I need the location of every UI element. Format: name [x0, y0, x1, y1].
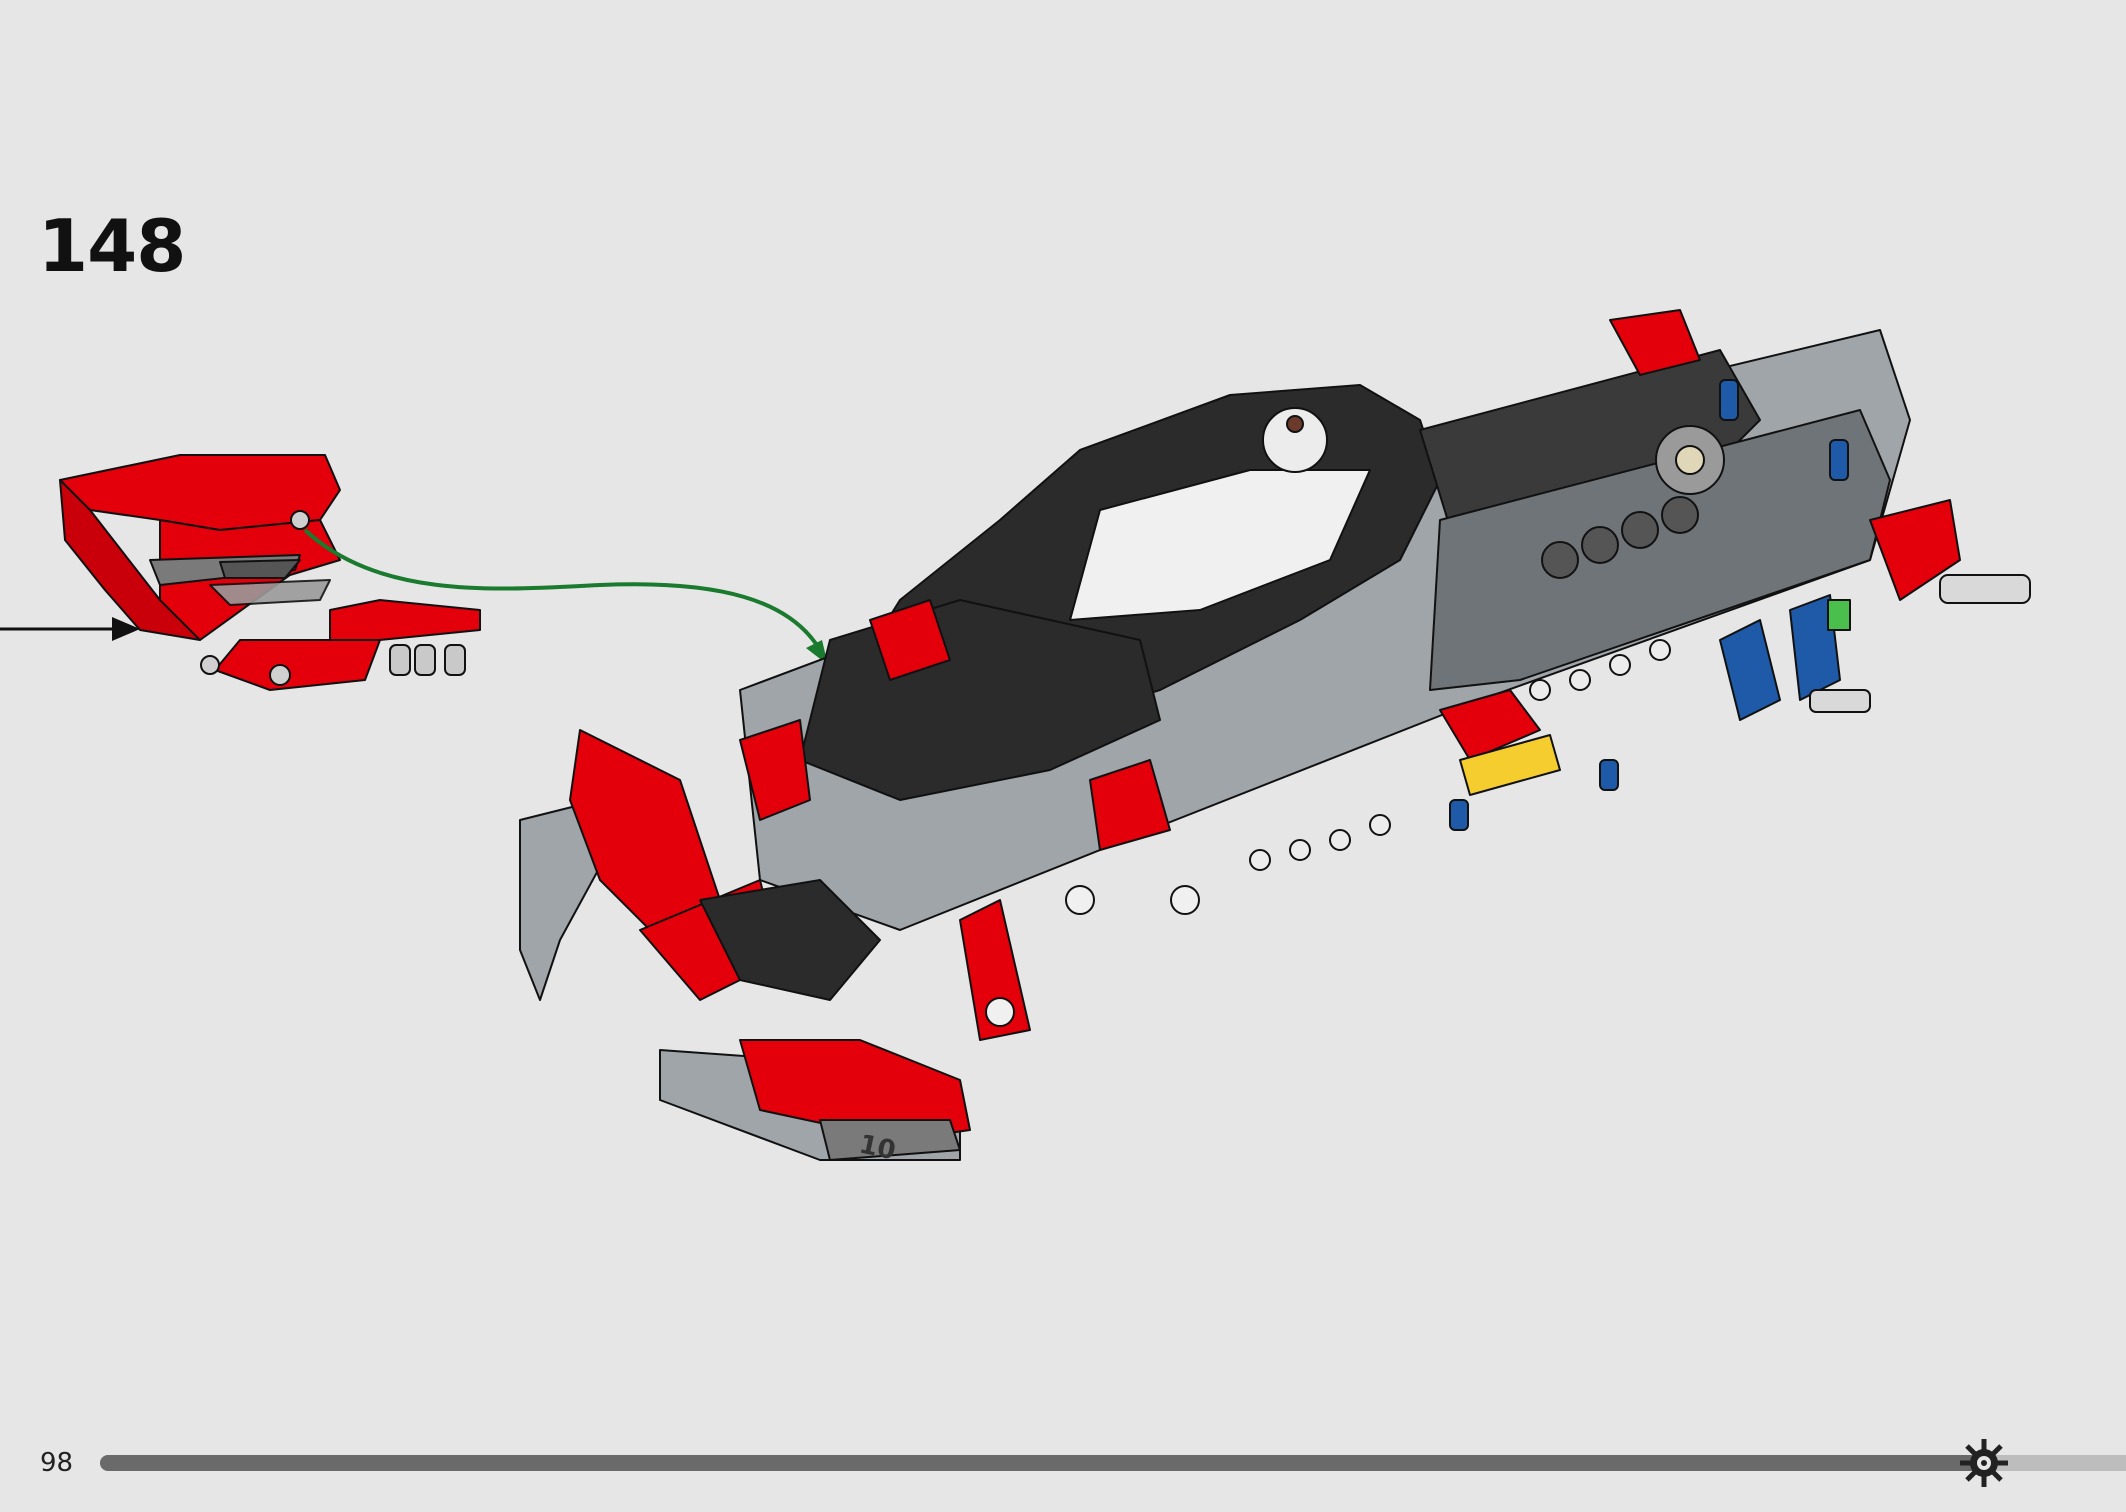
progress-bar: [100, 1455, 2126, 1471]
step-number: 148: [38, 204, 186, 288]
page-number: 98: [40, 1448, 74, 1478]
sub-assembly-bumper-part: [59, 454, 481, 691]
car-chassis-model: [519, 309, 2031, 1161]
placement-arrow: [0, 617, 140, 641]
decal-number: 10: [857, 1130, 899, 1167]
progress-bar-fill: [100, 1455, 1984, 1471]
gear-icon: [1960, 1439, 2008, 1487]
attach-arrow: [303, 528, 828, 665]
